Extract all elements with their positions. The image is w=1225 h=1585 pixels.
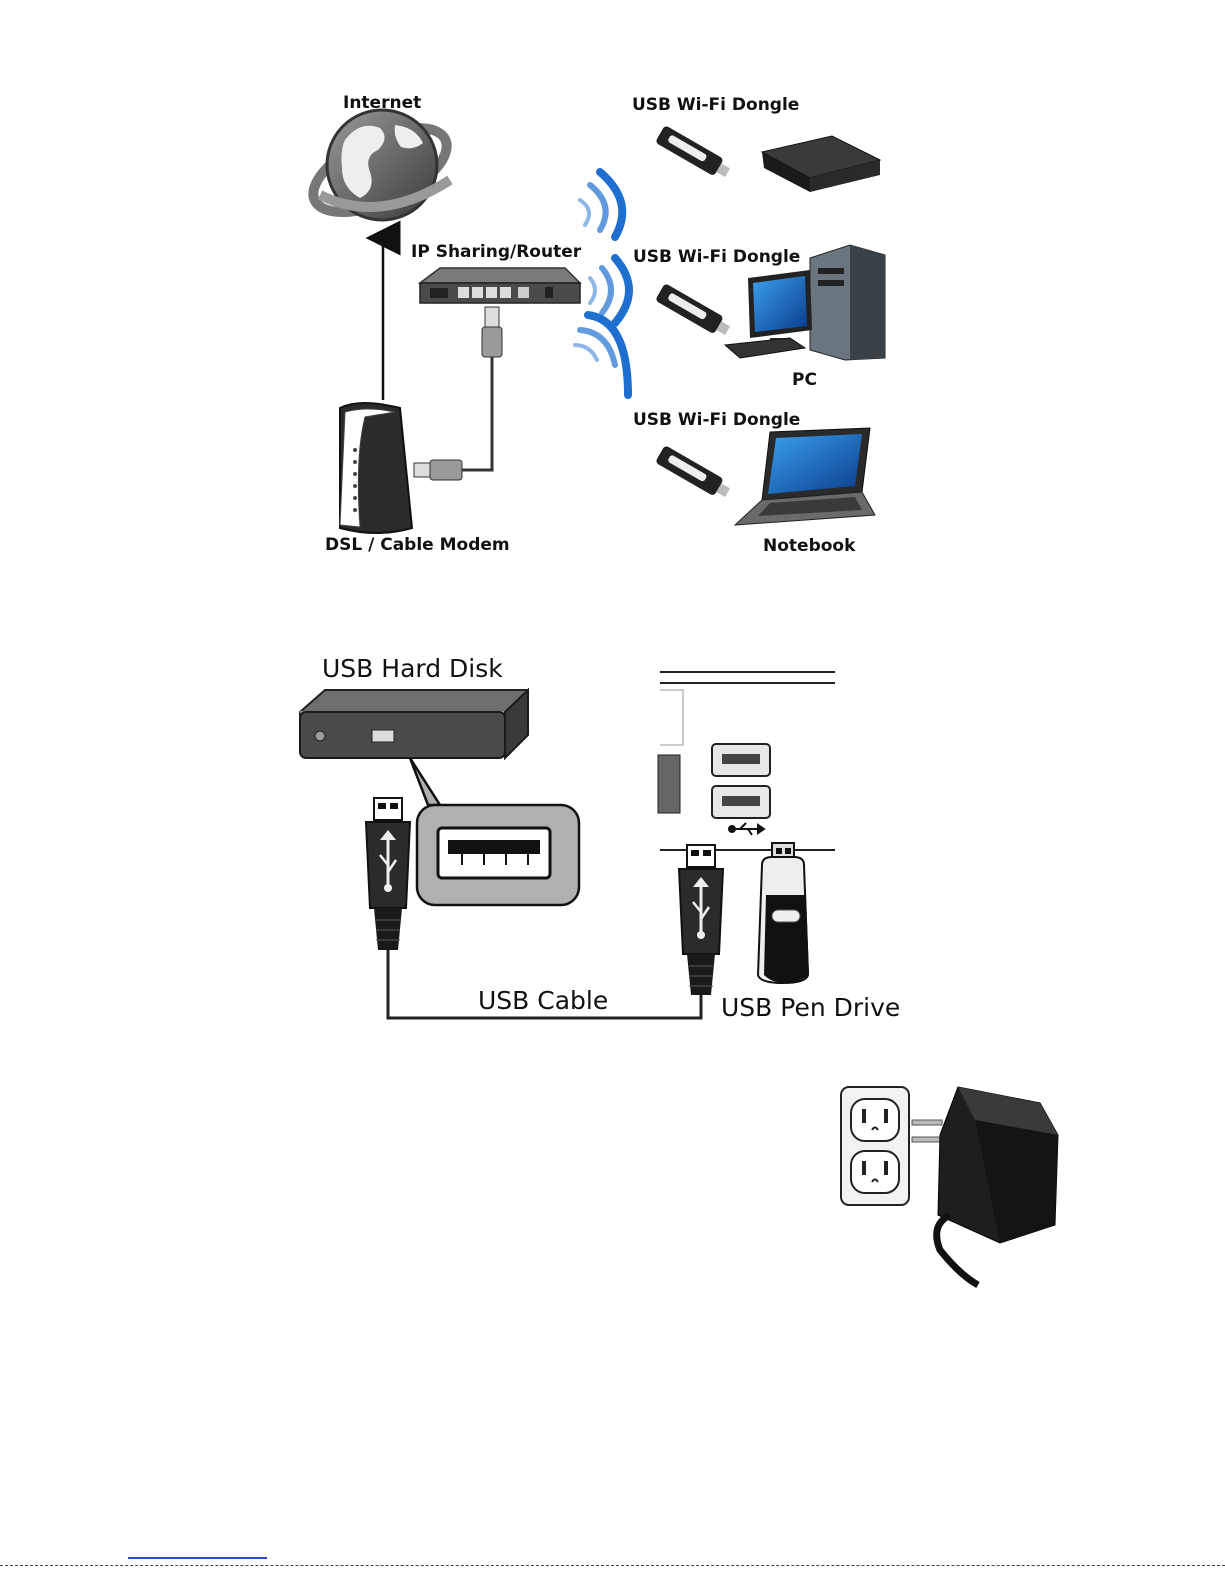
- power-adapter-icon: [912, 1087, 1058, 1285]
- usb-plug-right-icon: [679, 845, 723, 995]
- usb-plug-left-icon: [366, 798, 410, 950]
- internet-label: Internet: [343, 93, 421, 113]
- wall-outlet-icon: [841, 1087, 909, 1205]
- ethernet-cable: [414, 307, 502, 480]
- usb-pen-drive-icon: [758, 843, 809, 983]
- modem-label: DSL / Cable Modem: [325, 535, 510, 555]
- dongle-label-mid: USB Wi-Fi Dongle: [633, 247, 800, 267]
- wifi-waves-top: [580, 172, 622, 237]
- notebook-label: Notebook: [763, 536, 855, 556]
- usb-dongle-icon-bottom: [655, 445, 733, 501]
- notebook-icon: [735, 428, 875, 525]
- network-diagram: [0, 0, 1225, 600]
- port-callout: [410, 758, 579, 905]
- panel-port-block: [658, 755, 680, 813]
- router-label: IP Sharing/Router: [411, 242, 581, 262]
- usb-connection-diagram: [0, 640, 1225, 1040]
- usb-hard-disk-icon: [300, 690, 528, 758]
- footer-divider: [0, 1565, 1225, 1566]
- media-player-icon: [762, 136, 880, 192]
- dongle-label-top: USB Wi-Fi Dongle: [632, 95, 799, 115]
- wifi-waves-bottom: [575, 315, 628, 395]
- globe-icon: [301, 110, 459, 229]
- modem-icon: [340, 403, 412, 533]
- footer-link-underline: [128, 1557, 267, 1559]
- usb-hard-disk-label: USB Hard Disk: [322, 654, 503, 683]
- host-usb-port-upper: [712, 744, 770, 776]
- dongle-label-bottom: USB Wi-Fi Dongle: [633, 410, 800, 430]
- usb-dongle-icon-mid: [655, 283, 733, 339]
- host-usb-port-lower: [712, 786, 770, 818]
- router-icon: [420, 268, 580, 303]
- usb-cable-label: USB Cable: [478, 986, 608, 1015]
- usb-dongle-icon-top: [655, 125, 733, 181]
- pc-label: PC: [792, 370, 817, 390]
- power-adapter-diagram: [0, 1075, 1225, 1295]
- usb-pen-drive-label: USB Pen Drive: [721, 993, 900, 1022]
- usb-symbol-icon: [729, 823, 764, 835]
